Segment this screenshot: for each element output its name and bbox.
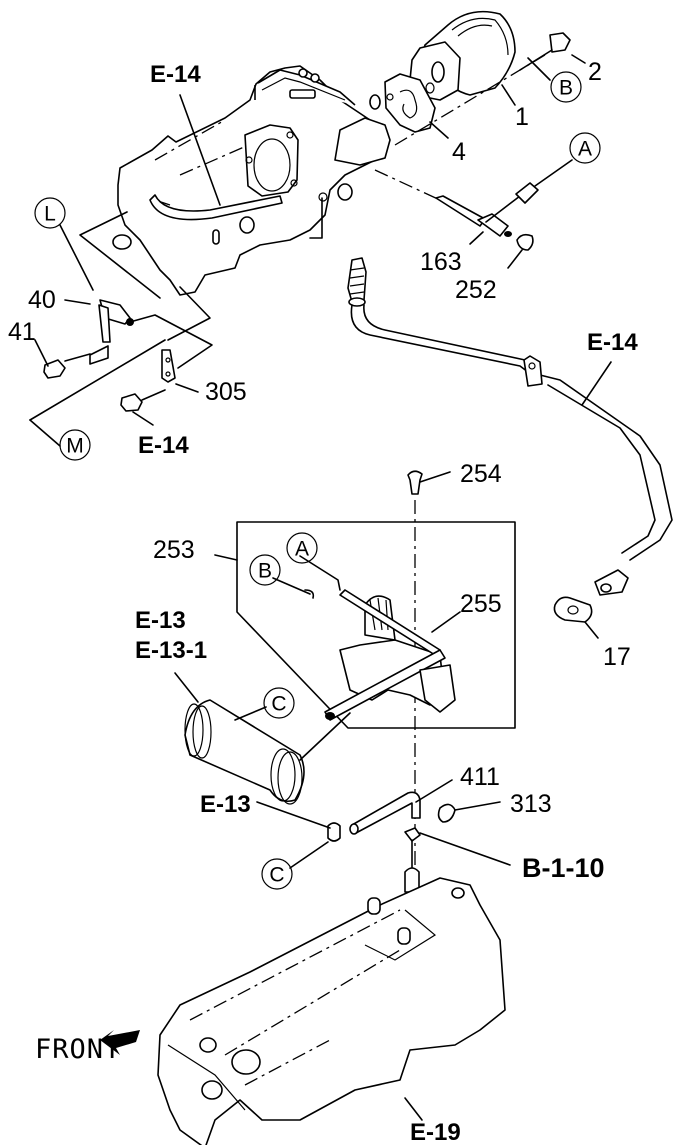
connector-a-top: A [569, 132, 601, 164]
ref-e14-pipe: E-14 [587, 329, 638, 356]
part-2-label: 2 [588, 58, 602, 86]
svg-text:A: A [295, 538, 309, 561]
vacuum-pipe-411 [256, 779, 511, 893]
part-411-label: 411 [460, 763, 500, 791]
connector-l: L [34, 197, 66, 229]
part-41-label: 41 [8, 318, 36, 346]
part-40-label: 40 [28, 286, 56, 314]
cylinder-head-cover [157, 877, 506, 1145]
ref-e13-clamp: E-13 [200, 791, 251, 818]
egr-pipe [347, 257, 673, 639]
connector-c-hose: C [263, 687, 295, 719]
part-163-label: 163 [420, 248, 462, 276]
part-253-label: 253 [153, 536, 195, 564]
part-17-label: 17 [603, 643, 631, 671]
part-255-label: 255 [460, 590, 502, 618]
connector-c-clamp: C [261, 858, 293, 890]
part-305-label: 305 [205, 378, 247, 406]
svg-text:L: L [44, 203, 56, 226]
svg-text:M: M [66, 435, 84, 458]
ref-b-1-10: B-1-10 [522, 853, 605, 883]
front-direction-label: FRONT [35, 1034, 121, 1065]
ref-e14-bolt: E-14 [138, 432, 189, 459]
egr-valve [384, 10, 586, 146]
svg-text:C: C [271, 693, 286, 716]
svg-text:A: A [578, 138, 592, 161]
svg-text:B: B [559, 77, 573, 100]
ref-e13-hose: E-13 [135, 607, 186, 634]
ref-e19-cover: E-19 [410, 1119, 461, 1145]
ref-e14-manifold: E-14 [150, 61, 201, 88]
vsv-assembly [214, 470, 516, 880]
connector-a-vsv: A [286, 532, 318, 564]
connector-m: M [59, 429, 91, 461]
part-254-label: 254 [460, 460, 502, 488]
ref-e13-1-hose: E-13-1 [135, 637, 207, 664]
bracket-assembly [29, 224, 213, 447]
intake-manifold [79, 65, 391, 299]
connector-b-top: B [550, 71, 582, 103]
front-arrow-icon [100, 1030, 140, 1055]
connector-b-vsv: B [249, 554, 281, 586]
vacuum-tee-connector [374, 159, 573, 269]
part-1-label: 1 [515, 103, 529, 131]
intake-hose [174, 672, 351, 805]
part-313-label: 313 [510, 790, 552, 818]
part-252-label: 252 [455, 276, 497, 304]
svg-text:C: C [269, 864, 284, 887]
part-4-label: 4 [452, 138, 466, 166]
svg-text:B: B [258, 560, 272, 583]
